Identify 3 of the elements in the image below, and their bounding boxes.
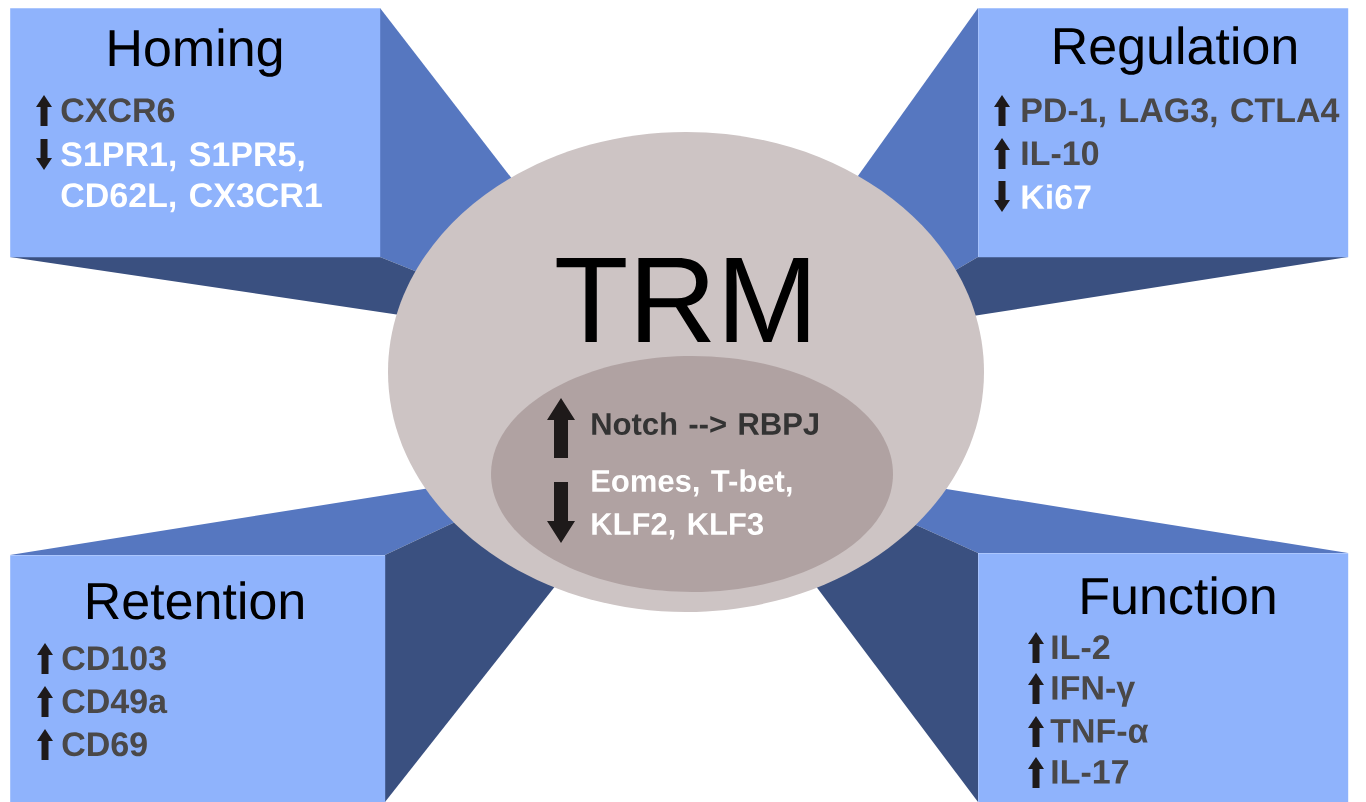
heading: TRM	[556, 258, 809, 342]
gene-list: Notch --> RBPJ	[592, 412, 818, 435]
gene-list: Eomes, T-bet, KLF2, KLF3	[592, 469, 792, 540]
